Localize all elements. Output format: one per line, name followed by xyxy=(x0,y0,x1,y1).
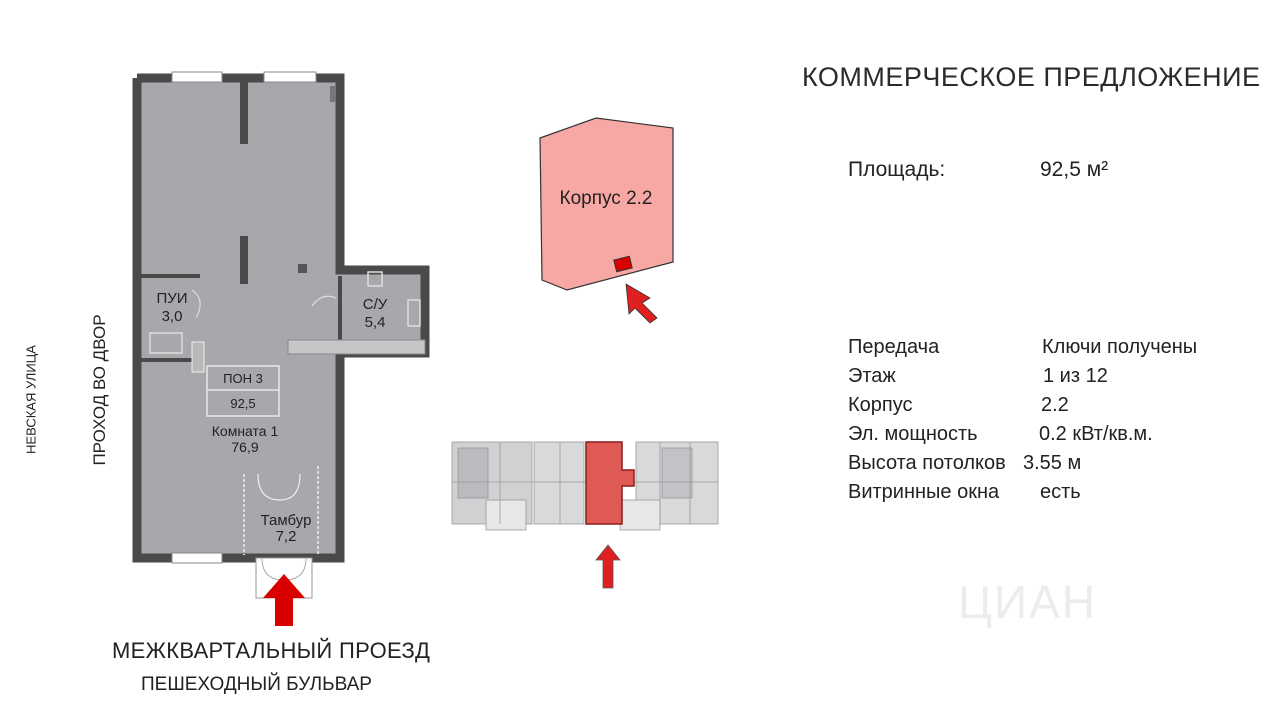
wc-area: 5,4 xyxy=(364,314,386,331)
info-value: 0.2 кВт/кв.м. xyxy=(1039,423,1153,445)
site-block xyxy=(619,499,661,531)
site-block xyxy=(485,499,527,531)
pui-area: 3,0 xyxy=(161,308,183,325)
boulevard-label: ПЕШЕХОДНЫЙ БУЛЬВАР xyxy=(141,674,372,695)
plan-floor xyxy=(137,78,425,558)
building-shape xyxy=(539,117,674,291)
info-value: Ключи получены xyxy=(1042,336,1198,358)
site-block xyxy=(661,447,693,499)
wc-door-arc xyxy=(311,295,337,307)
pon-name: ПОН 3 xyxy=(223,371,263,386)
wc-fixture xyxy=(407,299,421,327)
window-top-right xyxy=(263,71,317,83)
pui-fixture xyxy=(191,341,205,373)
tambour-area: 7,2 xyxy=(275,528,297,545)
info-label: Передача xyxy=(848,336,940,358)
room1-name: Комната 1 xyxy=(211,423,279,439)
info-row-windows: Витринные окна есть xyxy=(848,481,1248,510)
info-table: Передача Ключи получены Этаж 1 из 12 Кор… xyxy=(848,336,1248,510)
pon-area: 92,5 xyxy=(230,396,256,411)
wc-fixture xyxy=(367,271,383,287)
road-label: МЕЖКВАРТАЛЬНЫЙ ПРОЕЗД xyxy=(112,638,431,663)
wc-bar xyxy=(287,339,426,355)
site-highlight-unit xyxy=(585,441,635,525)
info-label: Витринные окна xyxy=(848,481,1000,503)
info-value: 3.55 м xyxy=(1023,452,1082,474)
info-label: Этаж xyxy=(848,365,896,387)
info-label: Эл. мощность xyxy=(848,423,978,445)
info-value: 1 из 12 xyxy=(1043,365,1108,387)
building-arrow-icon xyxy=(625,283,658,324)
watermark-logo: ЦИАН xyxy=(958,576,1097,628)
info-row-floor: Этаж 1 из 12 xyxy=(848,365,1248,394)
info-row-ceiling: Высота потолков 3.55 м xyxy=(848,452,1248,481)
wc-name: С/У xyxy=(362,296,388,313)
building-label: Корпус 2.2 xyxy=(559,188,653,209)
pui-fixture xyxy=(149,332,183,354)
site-block xyxy=(533,441,585,525)
area-label: Площадь: xyxy=(848,158,946,181)
column xyxy=(298,264,307,273)
info-row-power: Эл. мощность 0.2 кВт/кв.м. xyxy=(848,423,1248,452)
tambour-door-arc xyxy=(257,473,301,501)
site-plan xyxy=(451,441,719,531)
pui-name: ПУИ xyxy=(156,290,188,307)
window-bottom xyxy=(171,552,223,564)
info-label: Корпус xyxy=(848,394,913,416)
entrance-arrow-icon xyxy=(263,574,305,626)
info-label: Высота потолков xyxy=(848,452,1006,474)
column xyxy=(330,86,336,102)
site-block xyxy=(457,447,489,499)
column xyxy=(240,82,248,144)
column xyxy=(240,236,248,284)
room1-area: 76,9 xyxy=(231,439,259,455)
info-row-transfer: Передача Ключи получены xyxy=(848,336,1248,365)
info-value: 2.2 xyxy=(1041,394,1069,416)
page-title: КОММЕРЧЕСКОЕ ПРЕДЛОЖЕНИЕ xyxy=(802,62,1261,92)
area-value: 92,5 м² xyxy=(1040,158,1109,181)
pui-door-arc xyxy=(191,289,201,319)
info-value: есть xyxy=(1040,481,1081,503)
pon-box xyxy=(206,365,280,417)
building-unit-marker xyxy=(613,255,633,273)
tambour-name: Тамбур xyxy=(260,512,312,529)
site-arrow-icon xyxy=(595,544,621,589)
window-top-left xyxy=(171,71,223,83)
info-row-building: Корпус 2.2 xyxy=(848,394,1248,423)
